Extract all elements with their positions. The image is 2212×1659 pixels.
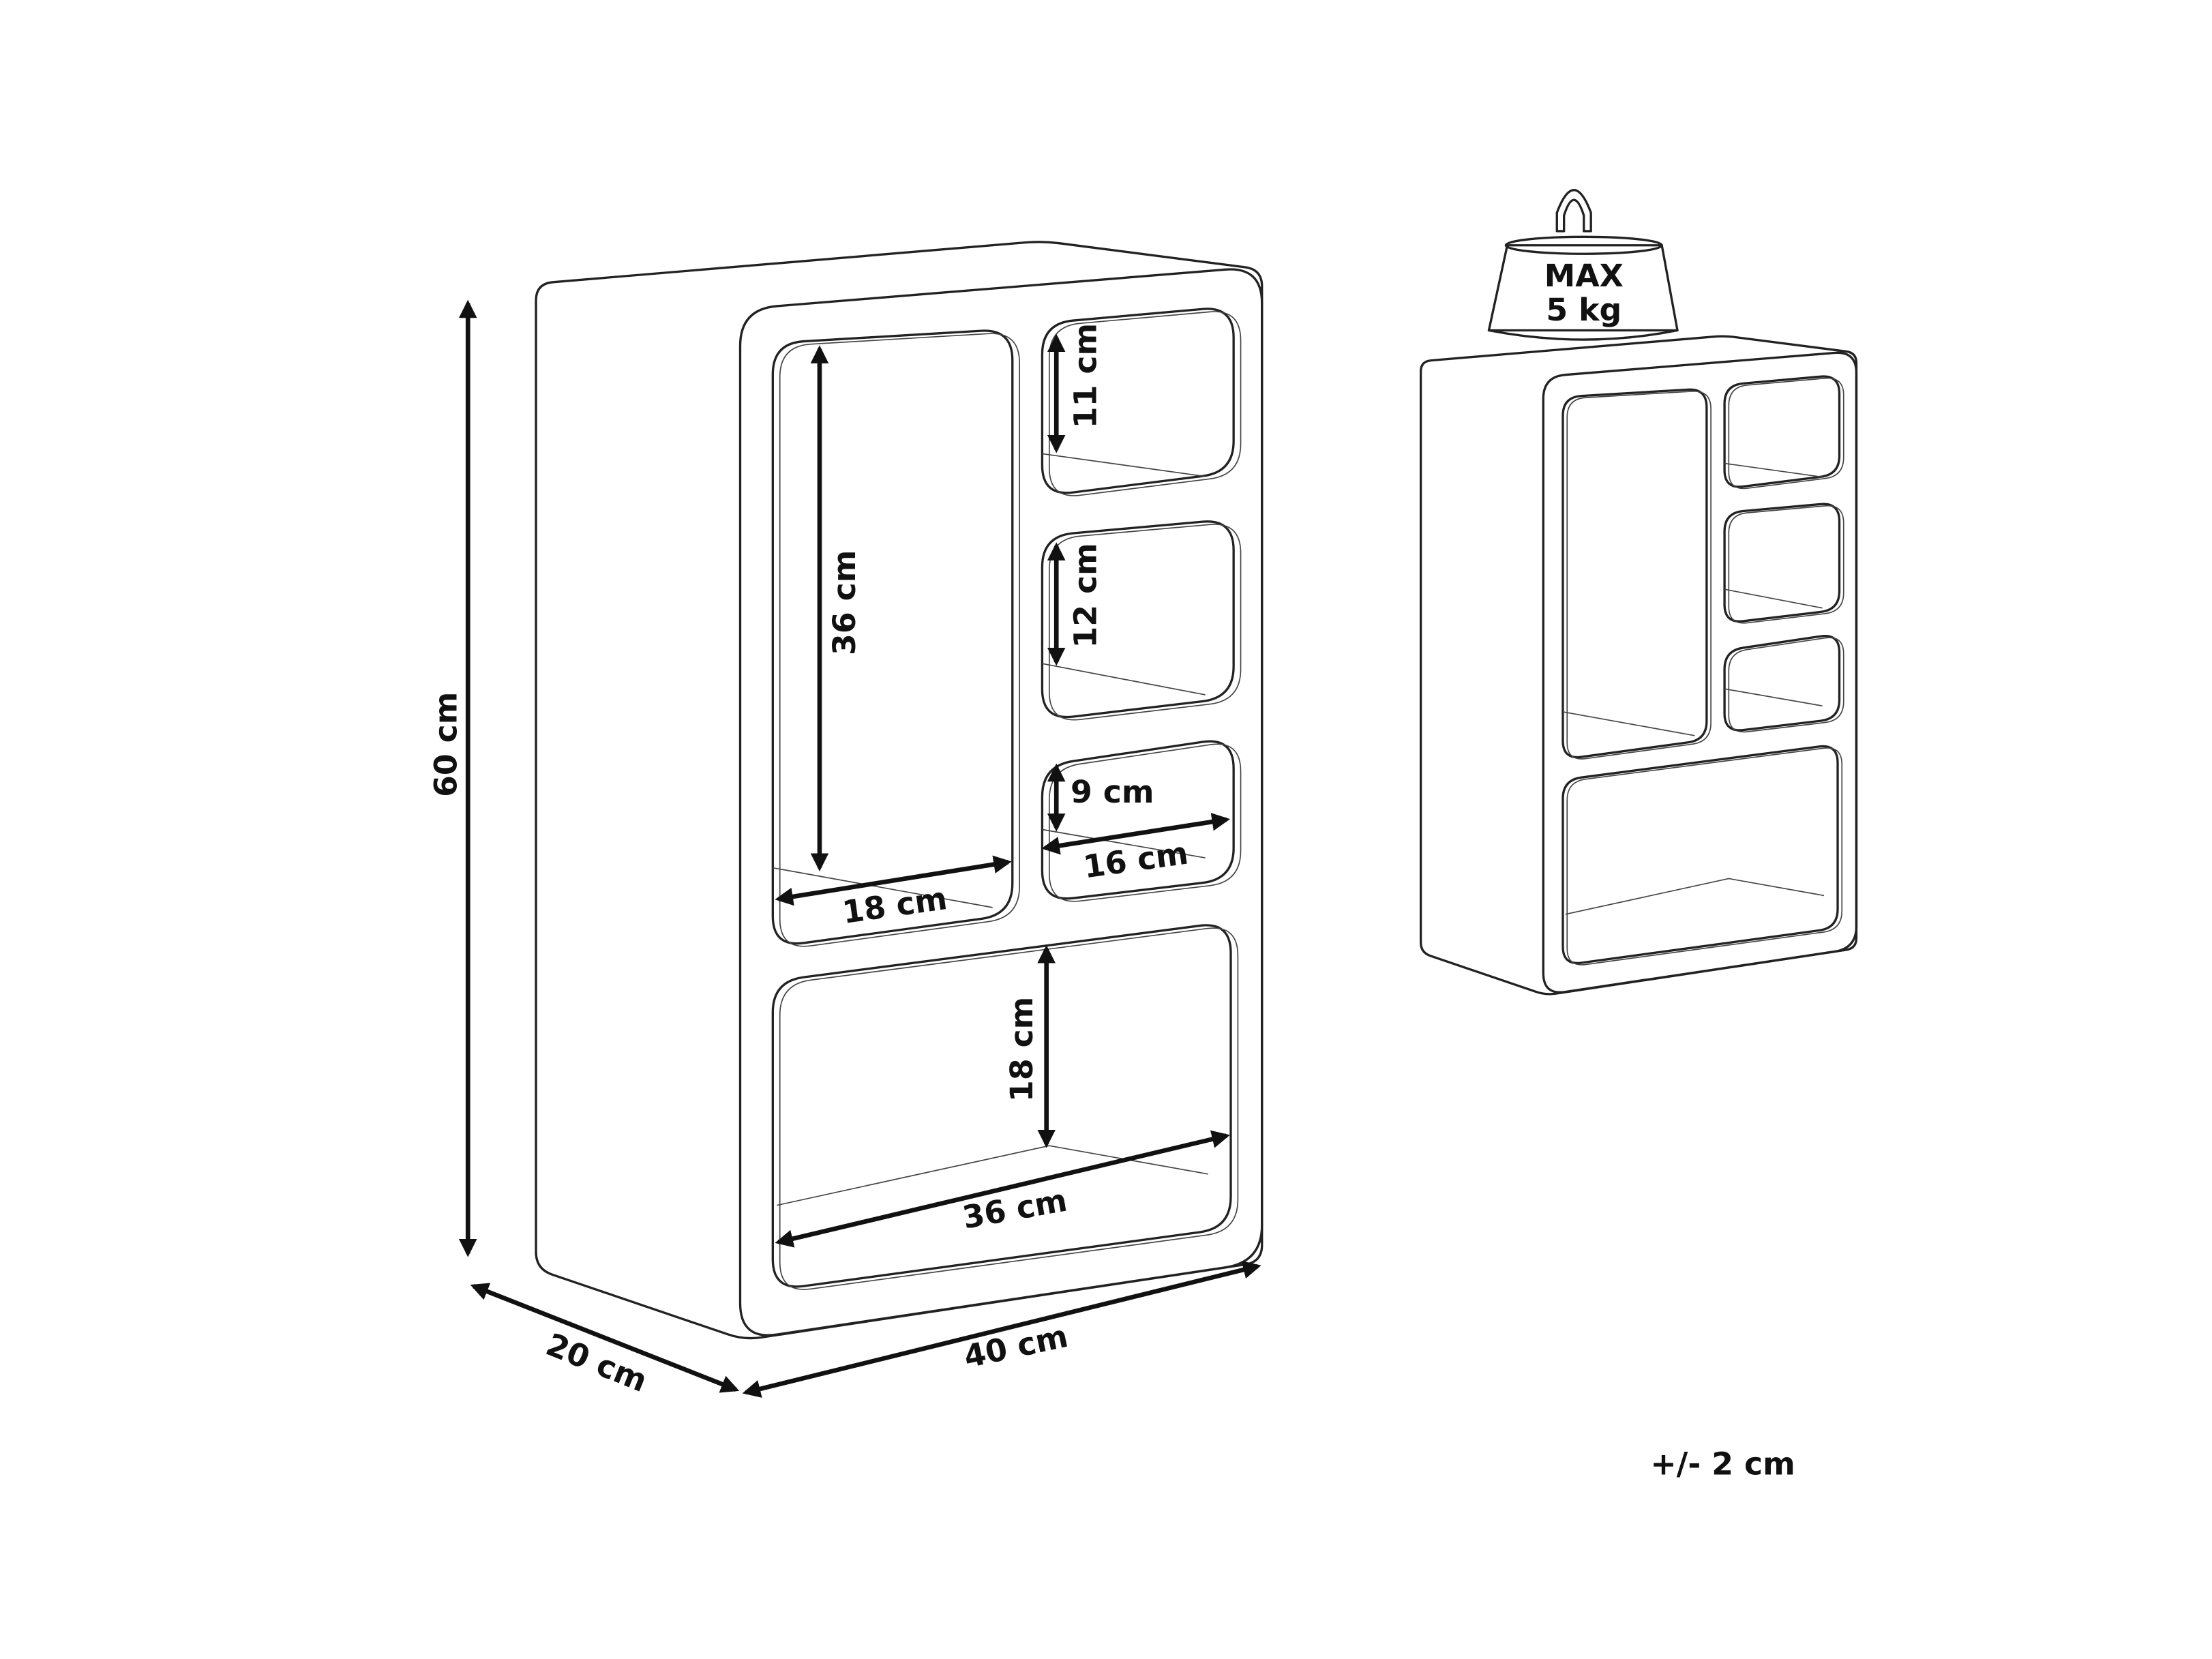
middle-right-compartment-floor-line (1724, 588, 1823, 609)
bottom-height-label: 18 cm (1004, 997, 1040, 1102)
middle-right-compartment-floor-line (1042, 663, 1206, 696)
tall-compartment (1561, 388, 1708, 759)
shelf-outer-body (1419, 335, 1858, 996)
tall-compartment-rim (779, 333, 1020, 947)
top-right-compartment-rim (1048, 311, 1242, 496)
top-right-compartment-floor-line (1724, 462, 1823, 478)
lower-right-width-label: 16 cm (1081, 835, 1190, 885)
lower-right-height-label: 9 cm (1071, 774, 1154, 810)
bottom-compartment (1561, 745, 1839, 965)
width-arrow (742, 1261, 1261, 1398)
dimension-labels: 60 cm 20 cm 40 cm 36 cm 18 cm 11 cm 12 c… (428, 323, 1191, 1399)
top-right-compartment-floor-line (1042, 453, 1206, 477)
lower-right-width-arrow (1041, 813, 1231, 855)
max-load-line2: 5 kg (1546, 292, 1621, 328)
top-right-compartment-rim (1728, 377, 1844, 490)
middle-right-compartment (1723, 503, 1841, 623)
lower-right-compartment-rim (1728, 637, 1844, 733)
shelf-thumbnail-with-weight (1419, 335, 1858, 996)
tall-height-label: 36 cm (826, 550, 863, 655)
tolerance-note: +/- 2 cm (1650, 1446, 1795, 1482)
depth-arrow (470, 1283, 740, 1393)
top-right-compartment (1041, 308, 1235, 494)
bottom-compartment-floor-line (1565, 878, 1825, 915)
lower-right-compartment-rim (1048, 743, 1242, 902)
tall-width-arrow (775, 855, 1012, 906)
tall-compartment (771, 329, 1014, 945)
bottom-width-label: 36 cm (960, 1182, 1070, 1236)
weight-icon: MAX 5 kg (1487, 189, 1679, 341)
lower-right-compartment (1723, 634, 1841, 732)
tall-compartment-floor-line (1562, 711, 1695, 736)
middle-right-height-label: 12 cm (1067, 543, 1103, 648)
middle-right-compartment (1041, 520, 1235, 719)
bottom-compartment (771, 924, 1232, 1288)
lower-right-compartment-floor-line (1724, 688, 1823, 706)
tall-compartment-rim (1566, 391, 1712, 760)
height-label: 60 cm (428, 692, 464, 797)
shelf-front-face (1542, 351, 1858, 993)
middle-right-compartment-rim (1728, 505, 1844, 624)
top-right-height-label: 11 cm (1067, 323, 1103, 428)
depth-label: 20 cm (541, 1326, 653, 1399)
dimension-arrows (458, 299, 1261, 1398)
bottom-compartment-rim (1566, 747, 1843, 966)
max-load-line1: MAX (1544, 258, 1624, 294)
middle-right-compartment-rim (1048, 524, 1242, 721)
bottom-width-arrow (775, 1130, 1230, 1248)
top-right-compartment (1723, 375, 1841, 488)
shelf-outer-body (535, 241, 1264, 1340)
